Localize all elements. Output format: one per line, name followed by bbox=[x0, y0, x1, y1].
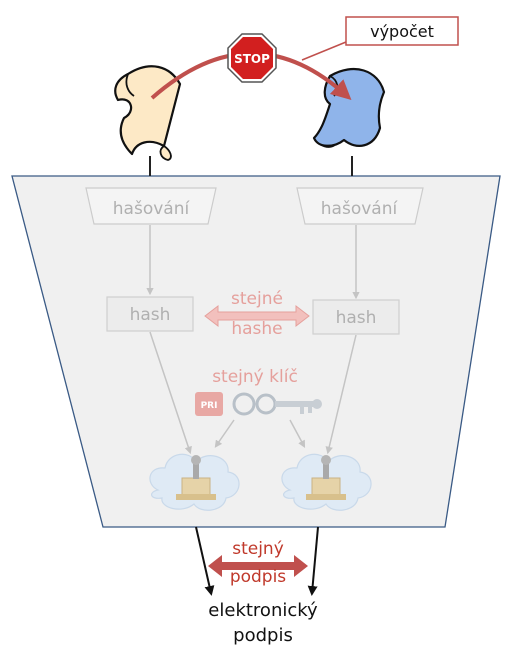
hash-label-left: hash bbox=[130, 305, 171, 325]
stop-sign-label: STOP bbox=[234, 52, 270, 66]
computation-label: výpočet bbox=[370, 22, 434, 41]
private-key-icon: PRI bbox=[195, 392, 322, 416]
same-signature-label-line2: podpis bbox=[230, 567, 286, 587]
same-key-label: stejný klíč bbox=[212, 367, 298, 387]
arrow-key-to-seal-right bbox=[289, 419, 306, 448]
seal-stamp-icon bbox=[281, 453, 372, 511]
stop-sign-icon: STOP bbox=[227, 33, 277, 83]
electronic-signature-label-line1: elektronický bbox=[208, 600, 318, 621]
hash-box-right bbox=[312, 299, 400, 335]
hashing-label-left: hašování bbox=[113, 199, 191, 219]
computation-callout-box bbox=[345, 16, 459, 46]
hash-box-left bbox=[106, 296, 194, 332]
output-arrow-left bbox=[195, 526, 215, 596]
arrow-key-to-seal-left bbox=[214, 419, 235, 448]
same-hashes-double-arrow bbox=[204, 304, 310, 328]
arrow-hash-to-seal-left bbox=[149, 331, 192, 455]
processing-panel bbox=[11, 175, 501, 528]
computation-callout-pointer bbox=[301, 41, 347, 61]
document-scroll-icon bbox=[312, 67, 386, 148]
document-scroll-icon bbox=[114, 65, 182, 161]
same-hashes-label-line2: hashe bbox=[231, 319, 282, 339]
electronic-signature-label-line2: podpis bbox=[233, 625, 293, 646]
same-hashes-label-line1: stejné bbox=[231, 289, 283, 309]
key-tag-label: PRI bbox=[201, 401, 218, 411]
hash-label-right: hash bbox=[336, 308, 377, 328]
same-signature-double-arrow bbox=[208, 555, 308, 577]
same-signature-label-line1: stejný bbox=[232, 539, 284, 559]
hashing-label-right: hašování bbox=[321, 199, 399, 219]
arrow-hash-to-seal-right bbox=[325, 334, 357, 455]
seal-stamp-icon bbox=[149, 453, 240, 511]
hashing-box-right bbox=[296, 187, 424, 225]
output-arrow-right bbox=[307, 526, 319, 596]
hashing-box-left bbox=[85, 187, 217, 225]
